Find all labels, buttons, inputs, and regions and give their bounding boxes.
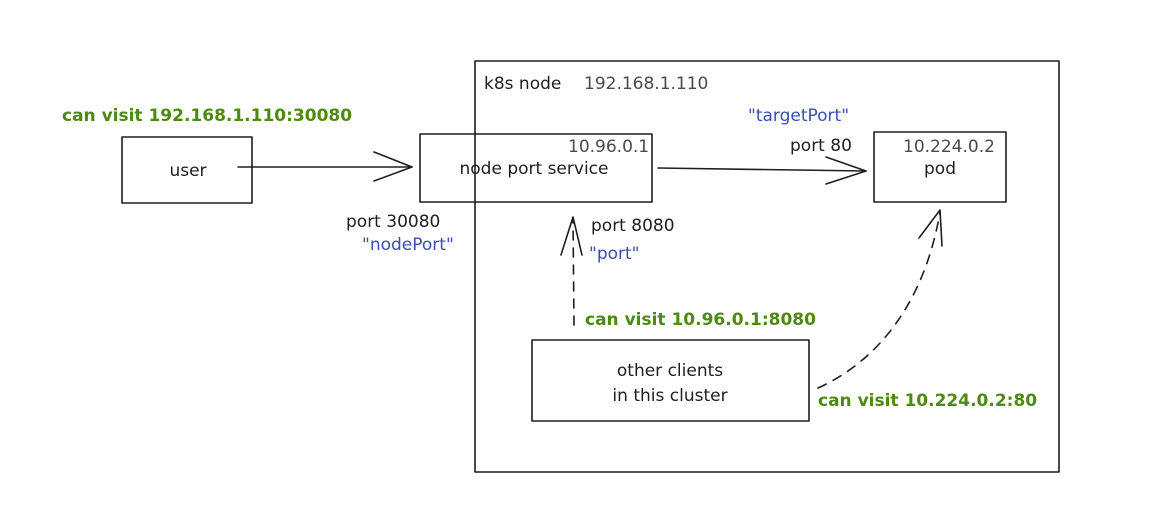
clients-visit-pod-label: can visit 10.224.0.2:80 — [818, 391, 1037, 411]
pod-node: pod 10.224.0.2 — [873, 131, 1007, 203]
service-label: node port service — [460, 159, 609, 179]
user-box — [121, 136, 253, 204]
user-visit-label: can visit 192.168.1.110:30080 — [62, 106, 352, 126]
edge-service-to-pod-arrowhead — [825, 156, 867, 185]
edge-clients-to-service — [560, 216, 583, 326]
user-node: user — [121, 136, 253, 204]
edge-clients-to-pod-arrowhead — [918, 209, 943, 247]
target-port-label: port 80 — [790, 136, 852, 156]
service-box — [419, 133, 653, 203]
edge-clients-to-pod-line — [817, 211, 941, 389]
node-port-label: port 30080 — [346, 212, 440, 232]
user-label: user — [169, 161, 206, 181]
edge-clients-to-service-line — [572, 219, 575, 326]
edge-service-to-pod — [657, 156, 867, 185]
edge-user-to-service — [237, 151, 413, 182]
k8s-node-box — [474, 60, 1060, 473]
edge-service-to-pod-line — [657, 167, 867, 172]
clients-node: other clients in this cluster — [531, 339, 810, 422]
pod-ip: 10.224.0.2 — [903, 137, 995, 157]
pod-box — [873, 131, 1007, 203]
clients-label-line2: in this cluster — [612, 386, 727, 406]
k8s-node-ip: 192.168.1.110 — [584, 74, 708, 94]
clients-box — [531, 339, 810, 422]
edge-clients-to-pod — [817, 209, 943, 389]
k8s-node-label: k8s node — [484, 74, 561, 94]
node-port-field-name: "nodePort" — [362, 235, 454, 255]
service-ip: 10.96.0.1 — [568, 137, 649, 157]
service-port-field-name: "port" — [589, 244, 640, 264]
service-node: node port service 10.96.0.1 — [419, 133, 653, 203]
edge-clients-to-service-arrowhead — [560, 216, 583, 256]
pod-label: pod — [924, 159, 956, 179]
k8s-node-container: k8s node 192.168.1.110 — [474, 60, 1060, 473]
target-port-field-name: "targetPort" — [748, 106, 849, 126]
clients-visit-service-label: can visit 10.96.0.1:8080 — [585, 310, 816, 330]
edge-user-to-service-arrowhead — [373, 151, 413, 182]
service-port-label: port 8080 — [591, 216, 675, 236]
clients-label-line1: other clients — [617, 361, 723, 381]
